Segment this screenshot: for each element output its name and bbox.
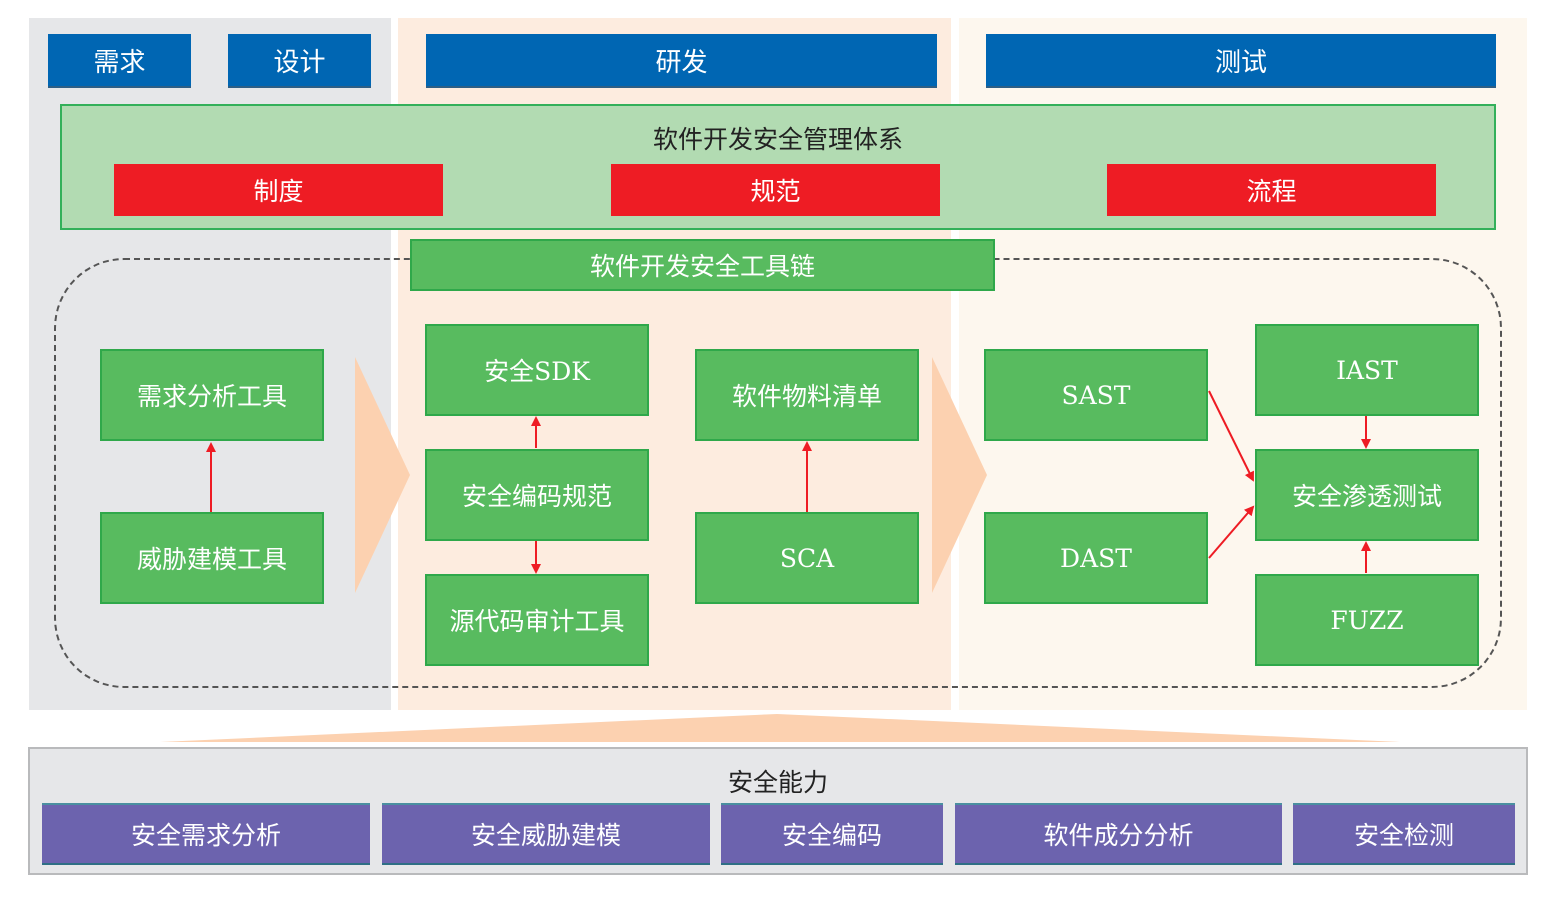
phase-requirements: 需求 <box>48 34 191 88</box>
chevron-arrow-icon <box>932 357 987 593</box>
chevron-arrow-icon <box>355 357 410 593</box>
tool-threat-modeling: 威胁建模工具 <box>100 512 324 604</box>
phase-development: 研发 <box>426 34 937 88</box>
security-capabilities-title: 安全能力 <box>727 768 828 797</box>
tool-iast: IAST <box>1255 324 1479 416</box>
policy-box-regulations: 制度 <box>114 164 443 216</box>
capability-support-triangle <box>160 714 1400 742</box>
phase-testing: 测试 <box>986 34 1496 88</box>
arrow-sast-to-pentest <box>1208 390 1254 482</box>
tool-sast: SAST <box>984 349 1208 441</box>
toolchain-title: 软件开发安全工具链 <box>410 239 995 291</box>
security-capabilities-panel: 安全能力 安全需求分析 安全威胁建模 安全编码 软件成分分析 安全检测 <box>28 747 1528 875</box>
tool-secure-sdk: 安全SDK <box>425 324 649 416</box>
capability-threat-modeling: 安全威胁建模 <box>382 803 710 865</box>
tool-fuzz: FUZZ <box>1255 574 1479 666</box>
tool-secure-coding-spec: 安全编码规范 <box>425 449 649 541</box>
arrow-dast-to-pentest <box>1208 505 1255 559</box>
phase-design: 设计 <box>228 34 371 88</box>
tool-dast: DAST <box>984 512 1208 604</box>
tool-source-code-audit: 源代码审计工具 <box>425 574 649 666</box>
management-system-panel: 软件开发安全管理体系 制度 规范 流程 <box>60 104 1496 230</box>
tool-requirement-analysis: 需求分析工具 <box>100 349 324 441</box>
policy-box-standards: 规范 <box>611 164 940 216</box>
management-system-title: 软件开发安全管理体系 <box>652 125 903 154</box>
capability-composition-analysis: 软件成分分析 <box>955 803 1282 865</box>
policy-box-process: 流程 <box>1107 164 1436 216</box>
tool-sbom: 软件物料清单 <box>695 349 919 441</box>
tool-sca: SCA <box>695 512 919 604</box>
capability-secure-coding: 安全编码 <box>721 803 943 865</box>
capability-security-testing: 安全检测 <box>1293 803 1515 865</box>
capability-requirement-analysis: 安全需求分析 <box>42 803 370 865</box>
tool-penetration-test: 安全渗透测试 <box>1255 449 1479 541</box>
